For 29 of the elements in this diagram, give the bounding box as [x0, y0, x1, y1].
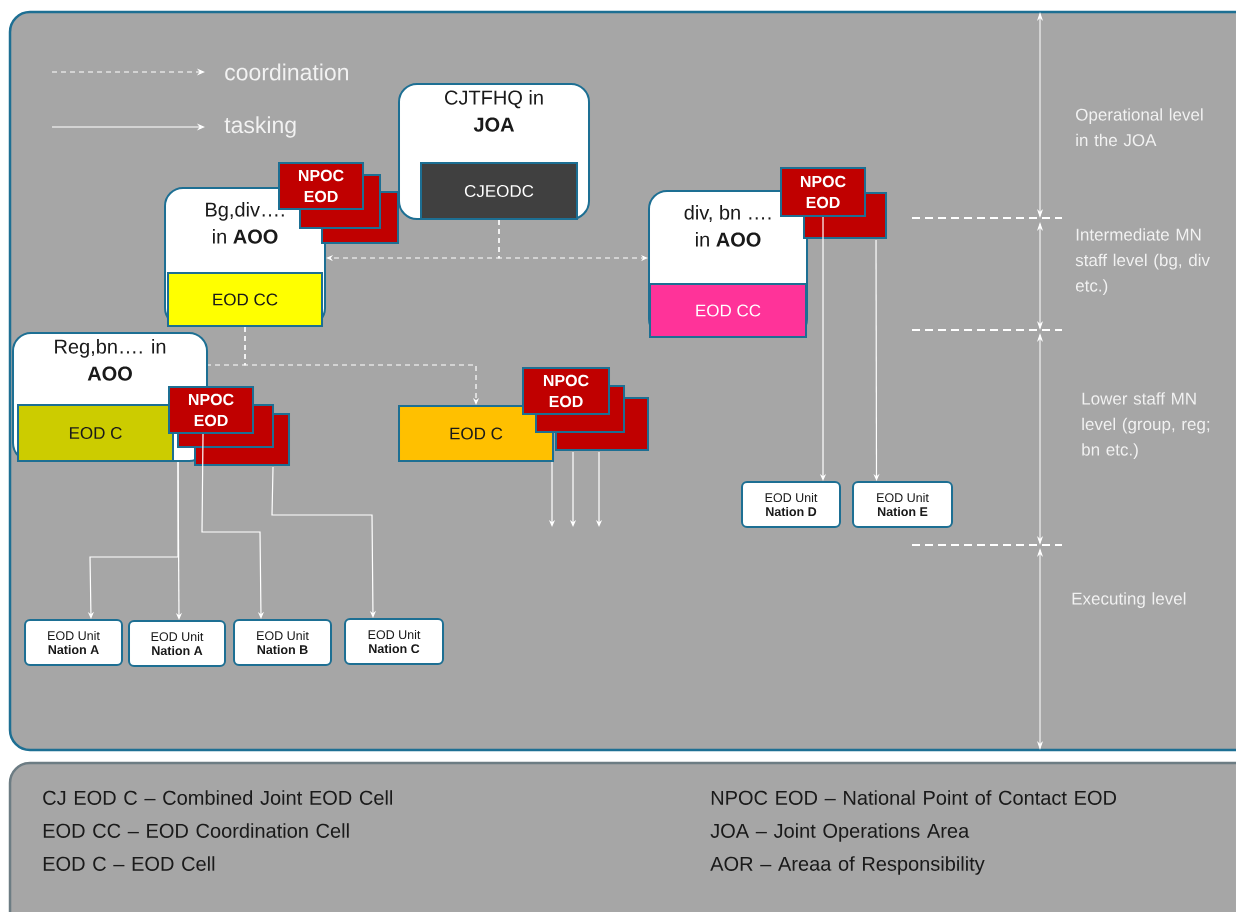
cell-box: EOD CC — [167, 272, 323, 327]
node-label: NPOC — [543, 374, 589, 387]
contact-card-stack: NPOC EOD — [780, 167, 887, 239]
unit-box: EOD Unit Nation E — [852, 481, 953, 528]
level-label: Intermediate MN staff level (bg, div etc.) — [1075, 228, 1210, 296]
unit-box: EOD Unit Nation D — [741, 481, 841, 528]
contact-card-stack: NPOC EOD — [522, 367, 649, 451]
cell-box: EOD CC — [649, 283, 807, 338]
cell-box: EOD C — [17, 404, 174, 462]
abbreviation-text: JOA – Joint Operations Area — [710, 823, 970, 842]
legend-text: coordination — [225, 63, 348, 81]
abbreviation-text: CJ EOD C – Combined Joint EOD Cell — [43, 790, 393, 805]
cell-box: CJEODC — [420, 162, 578, 220]
unit-box: EOD Unit Nation C — [344, 618, 444, 665]
arrow — [271, 466, 376, 618]
unit-box: EOD Unit Nation B — [233, 619, 332, 666]
arrow — [201, 433, 264, 619]
unit-box: EOD Unit Nation A — [24, 619, 123, 666]
abbreviation-text: AOR – Areaa of Responsibility — [710, 856, 985, 875]
abbreviation-text: NPOC EOD – National Point of Contact EOD — [711, 790, 1117, 805]
unit-box: EOD Unit Nation A — [128, 620, 226, 667]
abbreviation-text: EOD CC – EOD Coordination Cell — [43, 823, 349, 838]
contact-card-stack: NPOC EOD — [168, 386, 290, 466]
legend-text: tasking — [224, 116, 296, 138]
level-label: Lower staff MN level (group, reg; bn etc.) — [1082, 392, 1210, 459]
level-label: Operational level in the JOA — [1076, 108, 1203, 147]
level-label: Executing level — [1072, 592, 1186, 609]
abbreviation-text: EOD C – EOD Cell — [43, 856, 215, 871]
arrow — [207, 326, 246, 366]
